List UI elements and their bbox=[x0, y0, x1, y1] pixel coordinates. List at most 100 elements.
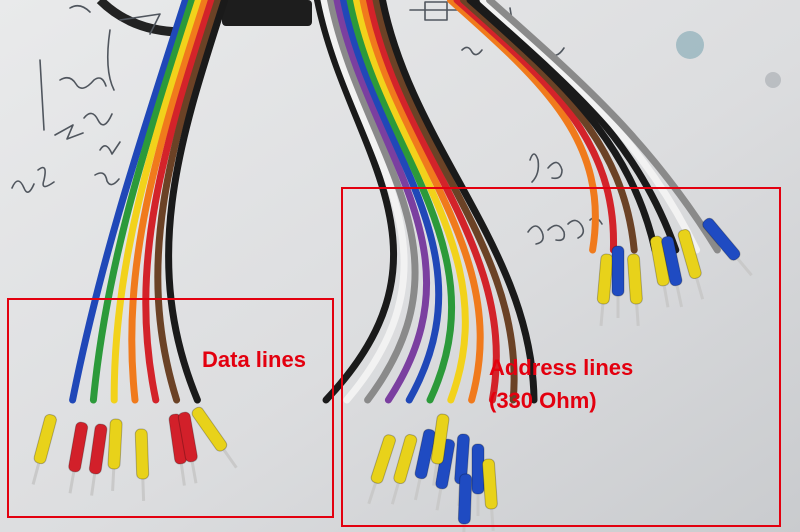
data-ribbon-wire bbox=[110, 0, 202, 404]
pin-tip bbox=[662, 283, 670, 308]
address-ribbon-wire-left bbox=[333, 0, 430, 404]
ink-stain bbox=[676, 31, 704, 59]
ribbon-cables bbox=[69, 0, 721, 404]
pin-sleeve bbox=[33, 413, 57, 465]
pin-tip bbox=[432, 461, 439, 486]
handwriting-stroke bbox=[106, 29, 115, 91]
pin-sleeve bbox=[393, 434, 418, 485]
jumper-pin bbox=[611, 245, 625, 318]
pin-tip bbox=[179, 461, 186, 486]
jumper-pin bbox=[430, 413, 450, 486]
pin-sleeve bbox=[414, 428, 436, 480]
pin-tip bbox=[635, 301, 640, 326]
handwriting-stroke bbox=[94, 172, 120, 186]
handwriting-stroke bbox=[547, 224, 566, 242]
address-ribbon-wire-left bbox=[353, 0, 469, 404]
jumper-pin bbox=[107, 418, 123, 492]
pin-tip bbox=[694, 275, 705, 300]
address-ribbon-wire-right bbox=[447, 0, 599, 254]
data-lines-box bbox=[7, 298, 334, 518]
handwriting-stroke bbox=[69, 4, 91, 13]
address-ribbon-wire-left bbox=[372, 0, 518, 404]
pin-sleeve bbox=[370, 434, 396, 484]
address-ribbon-wire-left bbox=[366, 0, 500, 404]
address-ribbon-wire-left bbox=[379, 0, 538, 404]
handwriting-stroke bbox=[37, 166, 55, 188]
handwriting-stroke bbox=[99, 141, 121, 155]
pin-tip bbox=[734, 255, 753, 277]
data-ribbon-wire bbox=[165, 0, 228, 404]
pin-tip bbox=[476, 492, 480, 516]
pin-sleeve bbox=[430, 413, 450, 465]
pin-tip bbox=[68, 469, 76, 494]
jumper-pins bbox=[31, 217, 753, 532]
jumper-pin bbox=[31, 413, 57, 485]
jumper-pin bbox=[134, 428, 150, 502]
pin-sleeve bbox=[134, 428, 150, 480]
pin-sleeve bbox=[177, 411, 198, 463]
handwriting-stroke bbox=[59, 76, 107, 89]
pin-tip bbox=[221, 447, 238, 469]
address-ribbon-wire-left bbox=[340, 0, 443, 404]
handwriting-stroke bbox=[119, 13, 161, 35]
pin-sleeve bbox=[627, 253, 643, 305]
pin-sleeve bbox=[611, 245, 625, 297]
pin-sleeve bbox=[596, 253, 614, 305]
pin-tip bbox=[490, 506, 495, 531]
address-ribbon-wire-right bbox=[460, 0, 638, 254]
data-ribbon-wire bbox=[128, 0, 209, 404]
pin-sleeve bbox=[702, 217, 741, 261]
pin-tip bbox=[111, 466, 116, 492]
handwriting-stroke bbox=[39, 59, 45, 131]
data-ribbon-wire bbox=[89, 0, 196, 404]
address-ribbon-wire-left bbox=[314, 0, 398, 404]
jumper-pin bbox=[68, 421, 89, 494]
data-ribbon-wire bbox=[142, 0, 215, 404]
address-lines-resistance-label: (330 Ohm) bbox=[489, 388, 597, 413]
handwriting-stroke bbox=[54, 124, 84, 140]
pin-tip bbox=[675, 283, 684, 308]
breadboard-edge bbox=[222, 0, 312, 26]
pin-sleeve bbox=[191, 406, 228, 452]
jumper-pin bbox=[482, 458, 498, 531]
address-lines-label: Address lines bbox=[489, 355, 634, 380]
address-ribbon-wire-left bbox=[327, 0, 419, 404]
pin-tip bbox=[413, 476, 422, 501]
pin-tip bbox=[90, 471, 97, 496]
handwriting-stroke bbox=[527, 225, 544, 245]
pin-tip bbox=[190, 459, 198, 484]
jumper-pin bbox=[413, 428, 436, 501]
pin-sleeve bbox=[68, 421, 89, 473]
pin-tip bbox=[461, 521, 466, 532]
pin-sleeve bbox=[457, 473, 473, 525]
pin-sleeve bbox=[107, 418, 123, 470]
address-ribbon-wire-left bbox=[359, 0, 484, 404]
address-ribbon-wire-left bbox=[346, 0, 456, 404]
pin-tip bbox=[367, 480, 378, 505]
data-ribbon-wire bbox=[154, 0, 222, 404]
jumper-pin bbox=[677, 229, 705, 300]
pin-tip bbox=[141, 476, 146, 502]
handwriting-stroke bbox=[461, 46, 483, 56]
pin-tip bbox=[390, 480, 401, 505]
address-ribbon-wire-right bbox=[453, 0, 617, 254]
address-ribbon-wire-left bbox=[320, 0, 408, 404]
jumper-pin bbox=[457, 473, 473, 532]
data-ribbon-wire bbox=[69, 0, 189, 404]
handwriting-stroke bbox=[11, 180, 35, 193]
handwriting-stroke bbox=[547, 161, 563, 180]
pin-tip bbox=[435, 486, 443, 511]
address-ribbon-wire-right bbox=[479, 0, 701, 254]
jumper-pin bbox=[367, 434, 396, 505]
pin-sleeve bbox=[677, 229, 702, 280]
jumper-pin bbox=[191, 406, 238, 469]
pin-tip bbox=[599, 301, 605, 326]
address-lines-box bbox=[341, 187, 781, 527]
address-ribbon-wire-right bbox=[486, 0, 721, 254]
pin-sleeve bbox=[482, 458, 498, 510]
jumper-pin bbox=[177, 411, 198, 484]
handwriting-stroke bbox=[567, 219, 585, 239]
jumper-pin bbox=[702, 217, 753, 277]
data-lines-label: Data lines bbox=[202, 347, 306, 372]
